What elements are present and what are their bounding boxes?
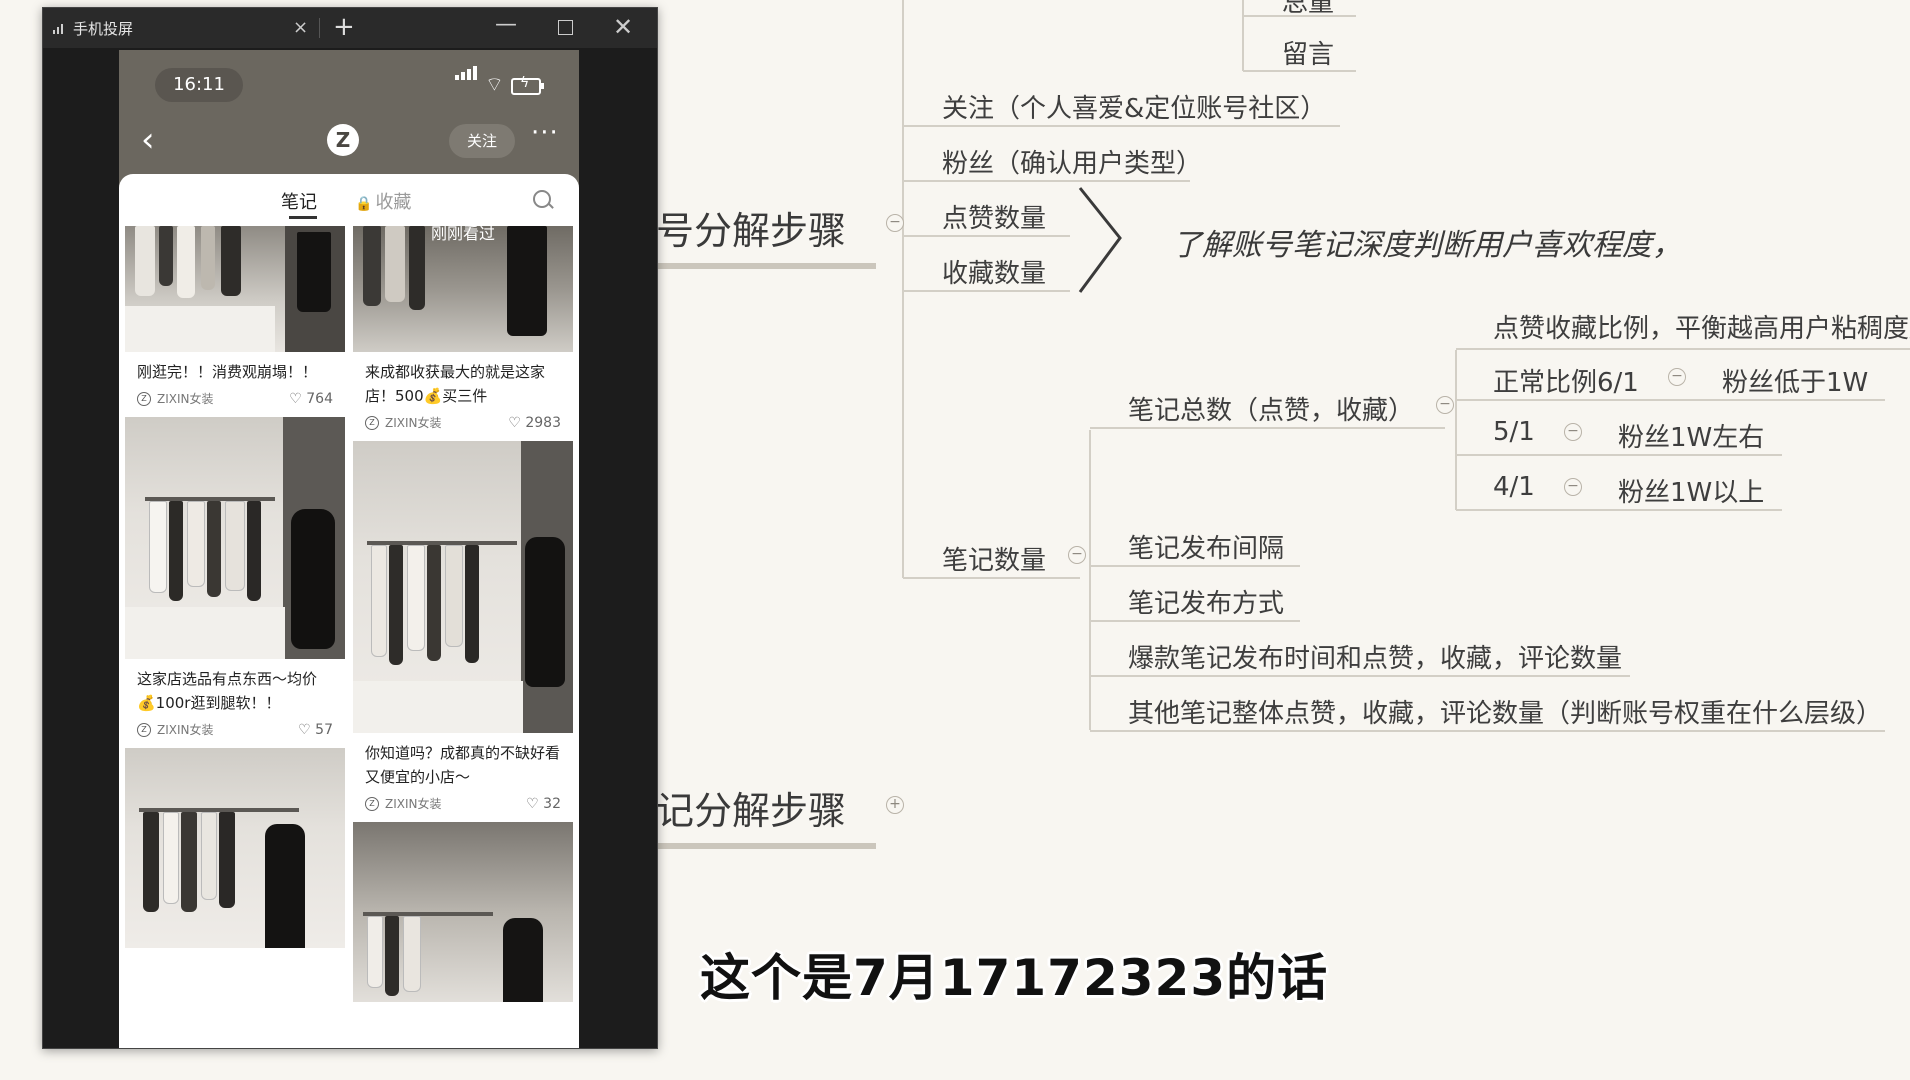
node-ratio-title[interactable]: 点赞收藏比例，平衡越高用户粘稠度越	[1493, 314, 1910, 344]
note-photo	[125, 748, 345, 948]
node-other-notes[interactable]: 其他笔记整体点赞，收藏，评论数量（判断账号权重在什么层级）	[1128, 699, 1883, 729]
note-caption: 这家店选品有点东西～均价💰100r逛到腿软！！	[137, 670, 318, 712]
like-count[interactable]: ♡ 57	[298, 721, 333, 738]
note-meta: Z ZIXIN女装 ♡ 2983	[353, 408, 573, 441]
feed-tabs: 笔记 🔒收藏	[119, 174, 579, 226]
close-window-button[interactable]: ✕	[613, 13, 634, 41]
active-tab-indicator	[289, 216, 317, 219]
node-comments[interactable]: 留言	[1282, 40, 1335, 70]
node-notes-count[interactable]: 笔记数量	[942, 546, 1047, 576]
tab-favorites[interactable]: 🔒收藏	[355, 188, 411, 214]
follow-button[interactable]: 关注	[449, 124, 515, 158]
note-meta: Z ZIXIN女装 ♡ 57	[125, 715, 345, 748]
status-time: 16:11	[155, 68, 243, 102]
collapse-icon[interactable]: −	[1436, 396, 1454, 414]
status-bar: 16:11 ⌔ ϟ	[119, 50, 579, 110]
note-author[interactable]: ZIXIN女装	[385, 797, 442, 811]
brand-logo-icon: Z	[137, 722, 151, 737]
feed-column-right: 刚刚看过 来成都收获最大的就是这家店！500💰买三件 Z ZIXIN女装 ♡ 29…	[353, 226, 573, 1002]
divider	[319, 18, 320, 38]
close-tab-icon[interactable]: ×	[293, 17, 309, 38]
node-notes-interval[interactable]: 笔记发布间隔	[1128, 534, 1285, 564]
search-icon[interactable]	[533, 190, 551, 208]
note-author[interactable]: ZIXIN女装	[157, 392, 214, 406]
phone-screen[interactable]: 16:11 ⌔ ϟ ‹ Z 关注 ··· 笔记 🔒收藏	[119, 50, 579, 1048]
avatar[interactable]: Z	[327, 124, 359, 156]
node-insight[interactable]: 了解账号笔记深度判断用户喜欢程度，	[1172, 228, 1682, 263]
window-titlebar[interactable]: 手机投屏 × + — ✕	[43, 8, 657, 48]
note-card[interactable]	[125, 748, 345, 948]
collapse-icon[interactable]: −	[886, 214, 904, 232]
note-caption: 你知道吗？成都真的不缺好看又便宜的小店～	[365, 744, 561, 786]
topic-account-breakdown[interactable]: 号分解步骤	[656, 209, 847, 253]
tab-notes[interactable]: 笔记	[281, 192, 317, 213]
node-fans[interactable]: 粉丝（确认用户类型）	[942, 149, 1203, 179]
note-photo	[353, 822, 573, 1002]
minimize-button[interactable]: —	[495, 12, 517, 37]
video-subtitle: 这个是7月17172323的话	[700, 949, 1329, 1007]
profile-topbar: ‹ Z 关注 ···	[119, 110, 579, 180]
node-fans-above-1w[interactable]: 粉丝1W以上	[1618, 478, 1765, 508]
note-caption: 来成都收获最大的就是这家店！500💰买三件	[365, 363, 546, 405]
like-count[interactable]: ♡ 764	[289, 390, 333, 407]
note-card[interactable]: 你知道吗？成都真的不缺好看又便宜的小店～ Z ZIXIN女装 ♡ 32	[353, 441, 573, 822]
node-likes-count[interactable]: 点赞数量	[942, 204, 1047, 234]
note-photo	[125, 226, 345, 352]
maximize-button[interactable]	[558, 20, 573, 35]
note-card[interactable]: 刚逛完！！消费观崩塌！！ Z ZIXIN女装 ♡ 764	[125, 226, 345, 417]
battery-icon: ϟ	[511, 75, 544, 95]
like-count-value: 764	[306, 390, 333, 407]
like-count-value: 57	[315, 721, 333, 738]
note-photo	[353, 441, 573, 733]
node-ratio-4-1[interactable]: 4/1	[1493, 472, 1535, 502]
expand-icon[interactable]: +	[886, 796, 904, 814]
node-viral-notes[interactable]: 爆款笔记发布时间和点赞，收藏，评论数量	[1128, 644, 1623, 674]
brand-logo-icon: Z	[365, 796, 379, 811]
collapse-icon[interactable]: −	[1564, 478, 1582, 496]
back-arrow-icon[interactable]: ‹	[141, 120, 155, 160]
node-fans-below-1w[interactable]: 粉丝低于1W	[1722, 368, 1869, 398]
note-author[interactable]: ZIXIN女装	[385, 416, 442, 430]
like-count[interactable]: ♡ 2983	[508, 414, 561, 431]
node-total-partial[interactable]: 总量	[1282, 0, 1335, 18]
collapse-icon[interactable]: −	[1068, 546, 1086, 564]
notes-feed[interactable]: 笔记 🔒收藏	[119, 174, 579, 1048]
note-caption: 刚逛完！！消费观崩塌！！	[137, 363, 318, 381]
lock-icon: 🔒	[355, 196, 373, 212]
tab-favorites-label: 收藏	[375, 192, 412, 213]
collapse-icon[interactable]: −	[1668, 368, 1686, 386]
feed-column-left: 刚逛完！！消费观崩塌！！ Z ZIXIN女装 ♡ 764	[125, 226, 345, 948]
node-notes-method[interactable]: 笔记发布方式	[1128, 589, 1285, 619]
signal-icon	[53, 22, 67, 34]
more-icon[interactable]: ···	[531, 118, 559, 148]
note-meta: Z ZIXIN女装 ♡ 764	[125, 384, 345, 417]
like-count-value: 32	[543, 795, 561, 812]
wifi-icon: ⌔	[485, 72, 504, 96]
node-ratio-normal[interactable]: 正常比例6/1	[1493, 368, 1639, 398]
note-card[interactable]: 这家店选品有点东西～均价💰100r逛到腿软！！ Z ZIXIN女装 ♡ 57	[125, 417, 345, 748]
node-fav-count[interactable]: 收藏数量	[942, 259, 1047, 289]
new-tab-button[interactable]: +	[333, 12, 355, 42]
note-photo	[125, 417, 345, 659]
node-follow[interactable]: 关注（个人喜爱&定位账号社区）	[942, 94, 1327, 124]
brand-logo-icon: Z	[137, 391, 151, 406]
node-fans-about-1w[interactable]: 粉丝1W左右	[1618, 423, 1765, 453]
note-photo: 刚刚看过	[353, 226, 573, 352]
node-notes-total[interactable]: 笔记总数（点赞，收藏）	[1128, 396, 1415, 426]
recently-viewed-label: 刚刚看过	[431, 226, 496, 243]
note-card[interactable]	[353, 822, 573, 1002]
node-ratio-5-1[interactable]: 5/1	[1493, 417, 1535, 447]
brand-logo-icon: Z	[365, 415, 379, 430]
like-count-value: 2983	[525, 414, 561, 431]
note-card[interactable]: 刚刚看过 来成都收获最大的就是这家店！500💰买三件 Z ZIXIN女装 ♡ 29…	[353, 226, 573, 441]
note-meta: Z ZIXIN女装 ♡ 32	[353, 789, 573, 822]
collapse-icon[interactable]: −	[1564, 423, 1582, 441]
like-count[interactable]: ♡ 32	[526, 795, 561, 812]
topic-note-breakdown[interactable]: 记分解步骤	[656, 789, 847, 833]
window-title: 手机投屏	[73, 19, 134, 38]
screen-mirror-window[interactable]: 手机投屏 × + — ✕ 16:11 ⌔ ϟ ‹ Z 关注 ··· 笔记 🔒收藏	[42, 7, 658, 1049]
note-author[interactable]: ZIXIN女装	[157, 723, 214, 737]
